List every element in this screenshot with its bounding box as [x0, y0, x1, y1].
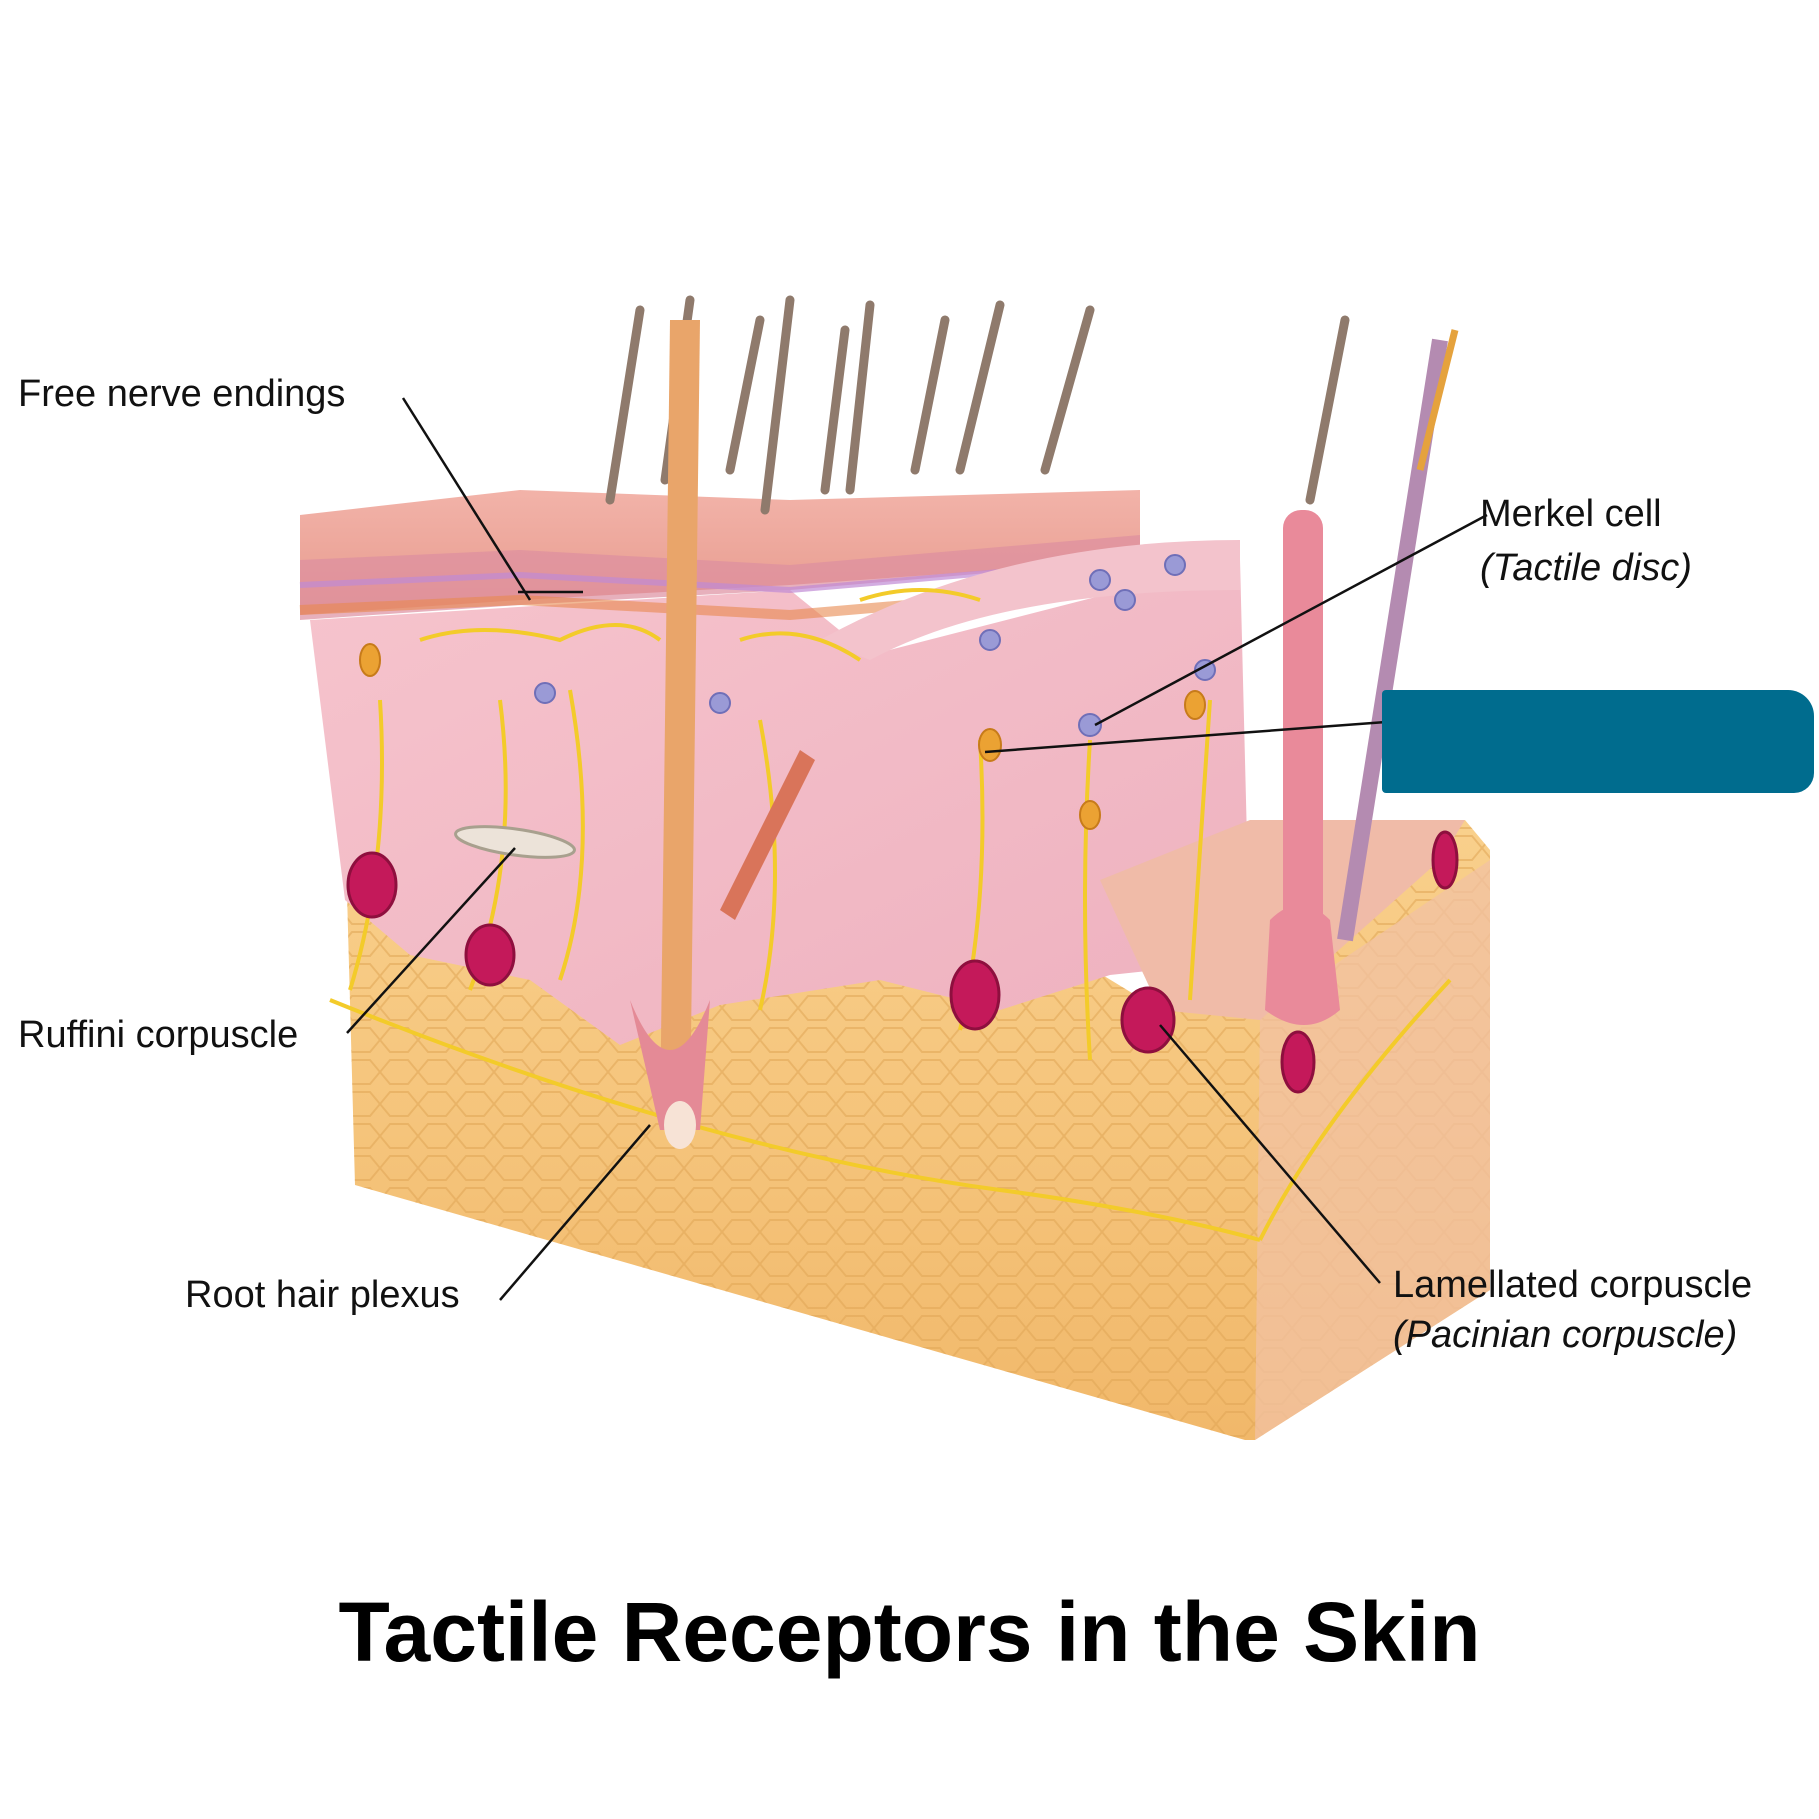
ruffini-corpuscle: [454, 825, 576, 859]
lamellated-corpuscles: [346, 830, 1459, 1094]
hair-shafts: [605, 295, 1350, 515]
diagram-title: Tactile Receptors in the Skin: [338, 1585, 1481, 1679]
redaction-box: [1382, 690, 1814, 793]
label-lamellated-corpuscle: Lamellated corpuscle: [1393, 1264, 1753, 1306]
hair-follicle: [630, 320, 710, 1149]
label-free-nerve-endings: Free nerve endings: [18, 373, 346, 415]
label-pacinian-corpuscle: (Pacinian corpuscle): [1393, 1314, 1738, 1356]
label-merkel-cell: Merkel cell: [1480, 493, 1662, 535]
meissner-corpuscles: [359, 643, 1206, 830]
merkel-cells: [534, 554, 1216, 737]
label-root-hair-plexus: Root hair plexus: [185, 1274, 460, 1316]
arrector-pili-muscle: [720, 750, 815, 920]
epidermis-layer: [299, 490, 1240, 660]
label-tactile-disc: (Tactile disc): [1480, 547, 1692, 589]
label-ruffini-corpuscle: Ruffini corpuscle: [18, 1014, 299, 1056]
leader-lines: [346, 397, 1488, 1301]
